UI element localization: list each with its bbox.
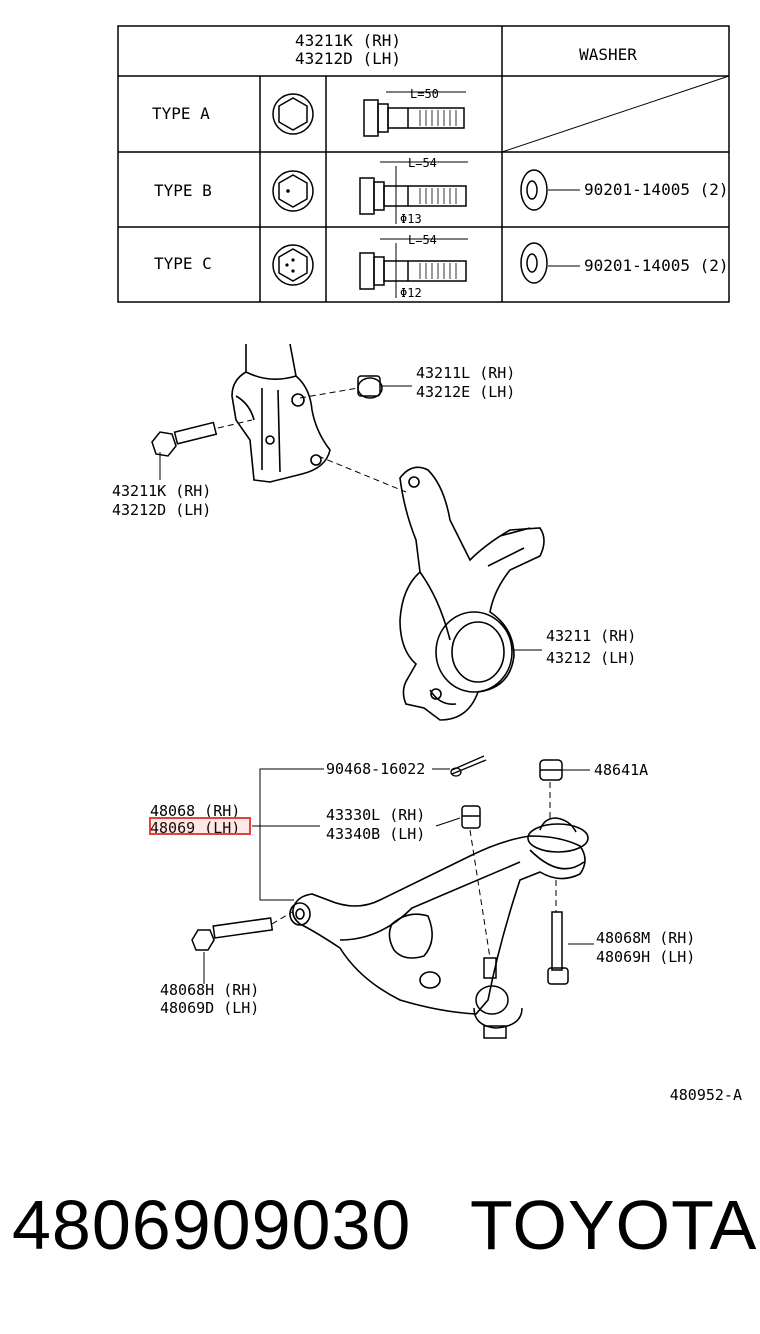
table-header-part-rh: 43211K (RH) bbox=[295, 31, 401, 50]
diameter-c: Φ12 bbox=[400, 286, 422, 300]
label-balljoint-rh: 43330L (RH) bbox=[326, 806, 425, 824]
lower-arm-drawing bbox=[289, 817, 589, 1015]
vertical-bolt-drawing bbox=[547, 911, 569, 985]
cotter-pin-icon bbox=[450, 755, 487, 777]
horizontal-bolt-drawing bbox=[191, 917, 274, 951]
label-knuckle-rh: 43211 (RH) bbox=[546, 627, 636, 645]
selected-part-highlight[interactable] bbox=[149, 817, 251, 835]
type-b-label: TYPE B bbox=[154, 181, 212, 200]
label-balljoint-lh: 43340B (LH) bbox=[326, 825, 425, 843]
label-nut-lh: 43212E (LH) bbox=[416, 383, 515, 401]
diagram-code: 480952-A bbox=[670, 1086, 742, 1104]
flange-nut-icon bbox=[357, 375, 383, 399]
parts-diagram: 43211K (RH) 43212D (LH) WASHER TYPE A TY… bbox=[112, 25, 742, 1104]
length-c: L=54 bbox=[408, 233, 437, 247]
type-a-label: TYPE A bbox=[152, 104, 210, 123]
strut-bolt-drawing bbox=[151, 421, 218, 457]
brand-name: TOYOTA bbox=[470, 1186, 758, 1264]
label-bolt-h-rh: 48068H (RH) bbox=[160, 981, 259, 999]
washer-b-part: 90201-14005 (2) bbox=[584, 180, 729, 199]
label-nut-48641a: 48641A bbox=[594, 761, 648, 779]
hex-nut-icon bbox=[539, 759, 563, 781]
table-header-washer: WASHER bbox=[579, 45, 637, 64]
strut-bracket-drawing bbox=[231, 343, 331, 483]
castle-nut-icon bbox=[461, 805, 481, 829]
length-b: L=54 bbox=[408, 156, 437, 170]
label-bolt-lh: 43212D (LH) bbox=[112, 501, 211, 519]
washer-c-part: 90201-14005 (2) bbox=[584, 256, 729, 275]
label-bolt-m-rh: 48068M (RH) bbox=[596, 929, 695, 947]
label-bolt-rh: 43211K (RH) bbox=[112, 482, 211, 500]
table-header-part-lh: 43212D (LH) bbox=[295, 49, 401, 68]
length-a: L=50 bbox=[410, 87, 439, 101]
bolt-type-table bbox=[117, 25, 730, 303]
part-number: 4806909030 bbox=[12, 1186, 412, 1264]
label-cotter-pin: 90468-16022 bbox=[326, 760, 425, 778]
washer-icon bbox=[520, 169, 580, 284]
steering-knuckle-drawing bbox=[399, 466, 545, 721]
type-c-label: TYPE C bbox=[154, 254, 212, 273]
hex-head-icon bbox=[272, 93, 314, 286]
label-bolt-h-lh: 48069D (LH) bbox=[160, 999, 259, 1017]
label-arm-rh: 48068 (RH) bbox=[150, 802, 240, 820]
ball-joint-drawing bbox=[473, 957, 523, 1039]
label-bolt-m-lh: 48069H (LH) bbox=[596, 948, 695, 966]
label-arm-lh: 48069 (LH) bbox=[150, 819, 240, 837]
label-knuckle-lh: 43212 (LH) bbox=[546, 649, 636, 667]
label-nut-rh: 43211L (RH) bbox=[416, 364, 515, 382]
bolt-side-icon bbox=[359, 91, 468, 298]
diameter-b: Φ13 bbox=[400, 212, 422, 226]
